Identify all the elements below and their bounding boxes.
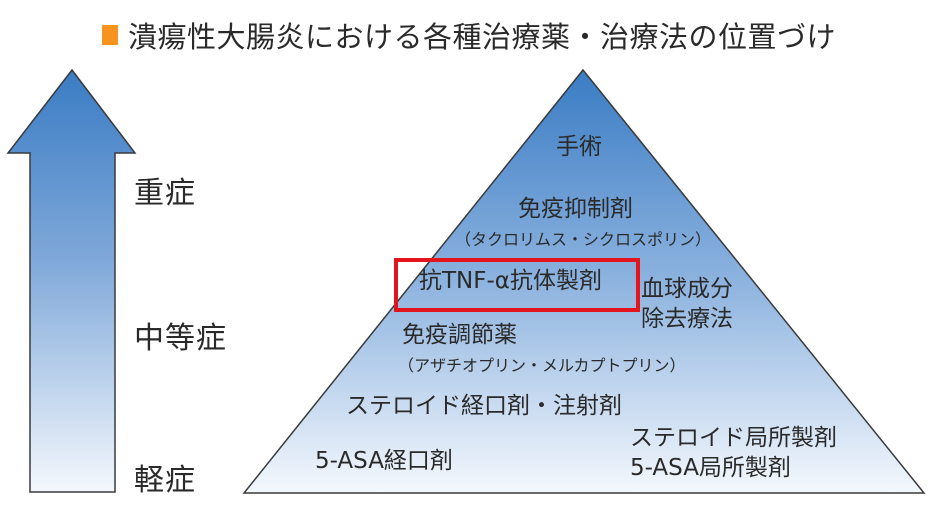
tier-surgery: 手術 [556,134,602,160]
diagram-title: 潰瘍性大腸炎における各種治療薬・治療法の位置づけ [102,14,836,56]
title-text: 潰瘍性大腸炎における各種治療薬・治療法の位置づけ [128,20,837,54]
tier-steroid-local: ステロイド局所製剤 [630,425,837,451]
tier-asa-oral: 5-ASA経口剤 [315,448,453,474]
tier-immunomodulator: 免疫調節薬 [402,322,517,348]
severity-label-mild: 軽症 [134,463,196,498]
tier-immunomodulator-examples: （アザチオプリン・メルカプトプリン） [398,356,686,375]
tier-asa-local: 5-ASA局所製剤 [630,455,791,481]
severity-label-severe: 重症 [134,176,196,211]
severity-up-arrow-icon [6,68,137,493]
treatment-pyramid [242,68,926,494]
title-marker-square [102,25,118,45]
tier-immunosuppressant: 免疫抑制剤 [518,196,633,222]
tier-apheresis-line2: 除去療法 [641,306,733,332]
tier-anti-tnf: 抗TNF-α抗体製剤 [419,268,602,294]
tier-steroid-systemic: ステロイド経口剤・注射剤 [346,393,622,419]
tier-immunosuppressant-examples: （タクロリムス・シクロスポリン） [455,230,712,249]
anti-tnf-highlight-box [394,258,640,312]
severity-label-moderate: 中等症 [134,321,227,356]
tier-apheresis-line1: 血球成分 [641,276,733,302]
